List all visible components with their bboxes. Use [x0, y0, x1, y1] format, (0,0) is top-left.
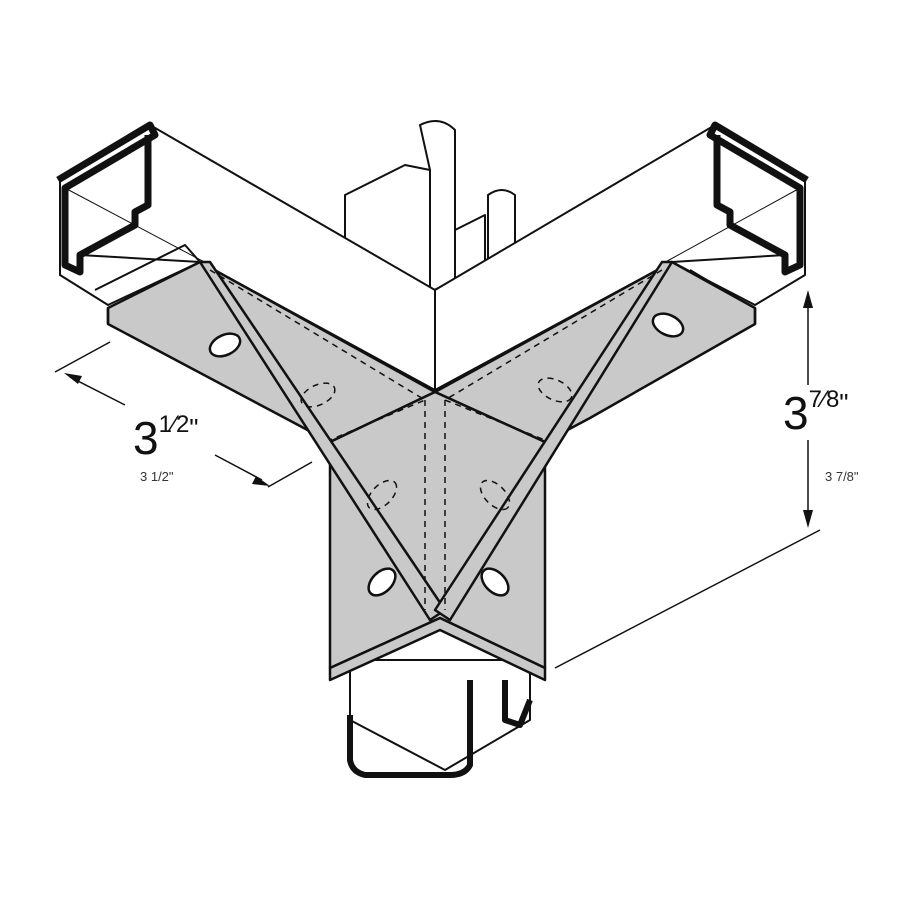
width-whole: 3: [133, 412, 159, 464]
bolt-holes: [208, 312, 685, 597]
height-dimension-caption: 3 7/8": [825, 469, 859, 484]
height-whole: 3: [783, 387, 809, 439]
width-fraction: 1⁄2: [158, 411, 190, 438]
height-dimension-label: 37⁄8": [783, 387, 849, 439]
width-unit: ": [189, 413, 199, 443]
right-gusset: [433, 260, 674, 622]
height-fraction: 7⁄8: [808, 386, 840, 413]
width-dimension-caption: 3 1/2": [140, 469, 174, 484]
height-unit: ": [839, 388, 849, 418]
dimension-lines: [54, 290, 821, 669]
gusset-bracket: [106, 260, 757, 682]
hidden-lines: [209, 269, 663, 610]
bottom-post: [347, 659, 533, 778]
width-dimension-label: 31⁄2": [133, 412, 199, 464]
